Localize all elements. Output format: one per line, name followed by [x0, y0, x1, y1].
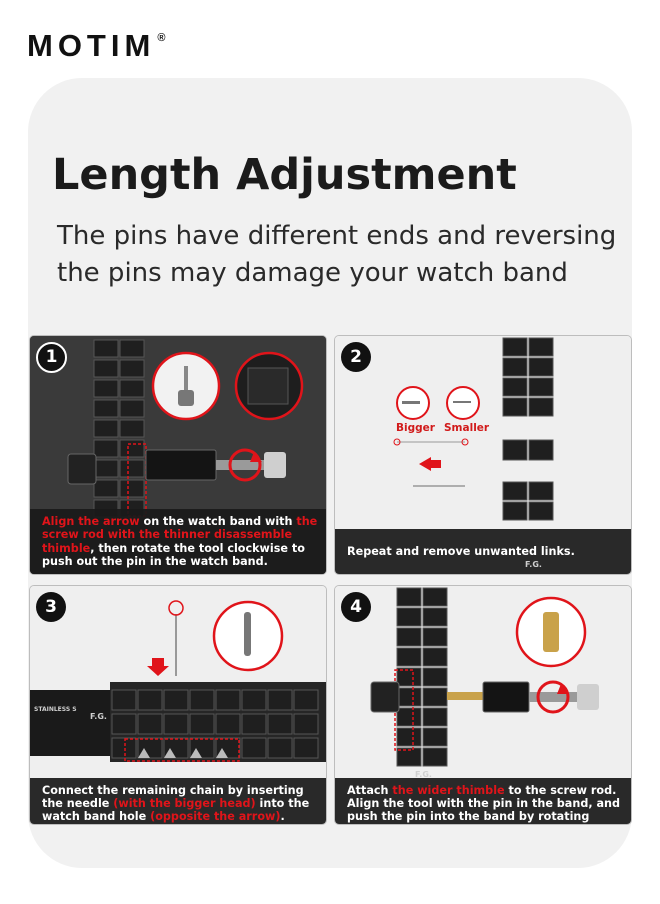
- page-subtitle: The pins have different ends and reversi…: [57, 221, 617, 288]
- step-2-caption: Repeat and remove unwanted links.: [335, 529, 631, 574]
- page-title: Length Adjustment: [52, 150, 517, 200]
- watch-band: [93, 339, 145, 518]
- step-3-panel: 3 F.G. STAINLESS S Con: [29, 585, 327, 825]
- bigger-label: Bigger: [396, 422, 435, 434]
- step-3-caption: Connect the remaining chain by inserting…: [30, 778, 326, 824]
- step-2-number: 2: [341, 342, 371, 372]
- step-4-number: 4: [341, 592, 371, 622]
- watch-band: [396, 587, 448, 767]
- step-3-side-text: STAINLESS S: [34, 706, 77, 713]
- smaller-label: Smaller: [444, 422, 490, 434]
- step-4-caption: Attach the wider thimble to the screw ro…: [335, 778, 631, 824]
- step-3-number: 3: [36, 592, 66, 622]
- band-links: [111, 689, 319, 759]
- step-2-engraving: F.G.: [525, 560, 542, 569]
- watch-band: [502, 337, 554, 521]
- step-1-panel: 1 Align the arrow on the watc: [29, 335, 327, 575]
- step-4-engraving: F.G.: [415, 770, 432, 779]
- step-2-panel: 2 Bigger Smaller Repeat and remove unwan…: [334, 335, 632, 575]
- step-3-engraving: F.G.: [90, 712, 107, 721]
- step-1-number: 1: [36, 342, 67, 373]
- step-1-caption: Align the arrow on the watch band with t…: [30, 509, 326, 574]
- step-4-panel: 4 F.G. Attach the wider thimble to the s…: [334, 585, 632, 825]
- brand-logo: MOTIM®: [27, 28, 166, 63]
